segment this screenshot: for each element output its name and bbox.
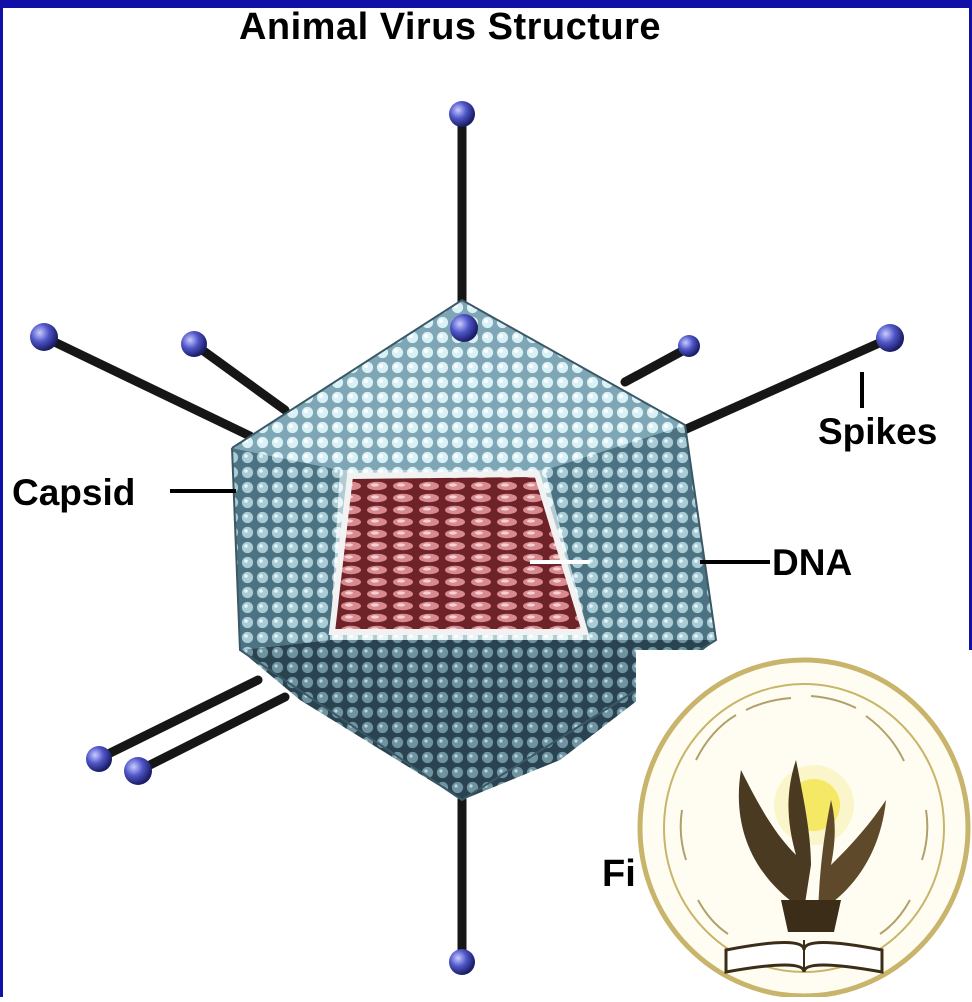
capsid-left-face [232,448,340,650]
spike-ball-left-2 [181,331,207,357]
capsid-label: Capsid [12,472,135,513]
spike-ball-right-1 [678,335,700,357]
spike-ball-right-2 [876,324,904,352]
spike-ball-left-1 [30,323,58,351]
eagle-over-book-emblem-icon [636,650,972,997]
spike-rod-left-2 [194,344,285,410]
spike-rod-left-1 [44,337,250,436]
spikes-label: Spikes [818,411,937,452]
university-seal [636,650,972,997]
spike-ball-top [449,101,475,127]
dna-window [332,474,585,632]
spike-ball-bottom [449,949,475,975]
spike-rod-lower-left-2 [140,697,285,770]
figure-caption-fragment: Fi [602,853,636,896]
spike-ball-apex [450,314,478,342]
spike-ball-lower-left-2 [124,757,152,785]
spike-rod-right-1 [625,349,686,382]
spike-ball-lower-left-1 [86,746,112,772]
dna-label: DNA [772,542,852,583]
dna-core [332,474,585,632]
